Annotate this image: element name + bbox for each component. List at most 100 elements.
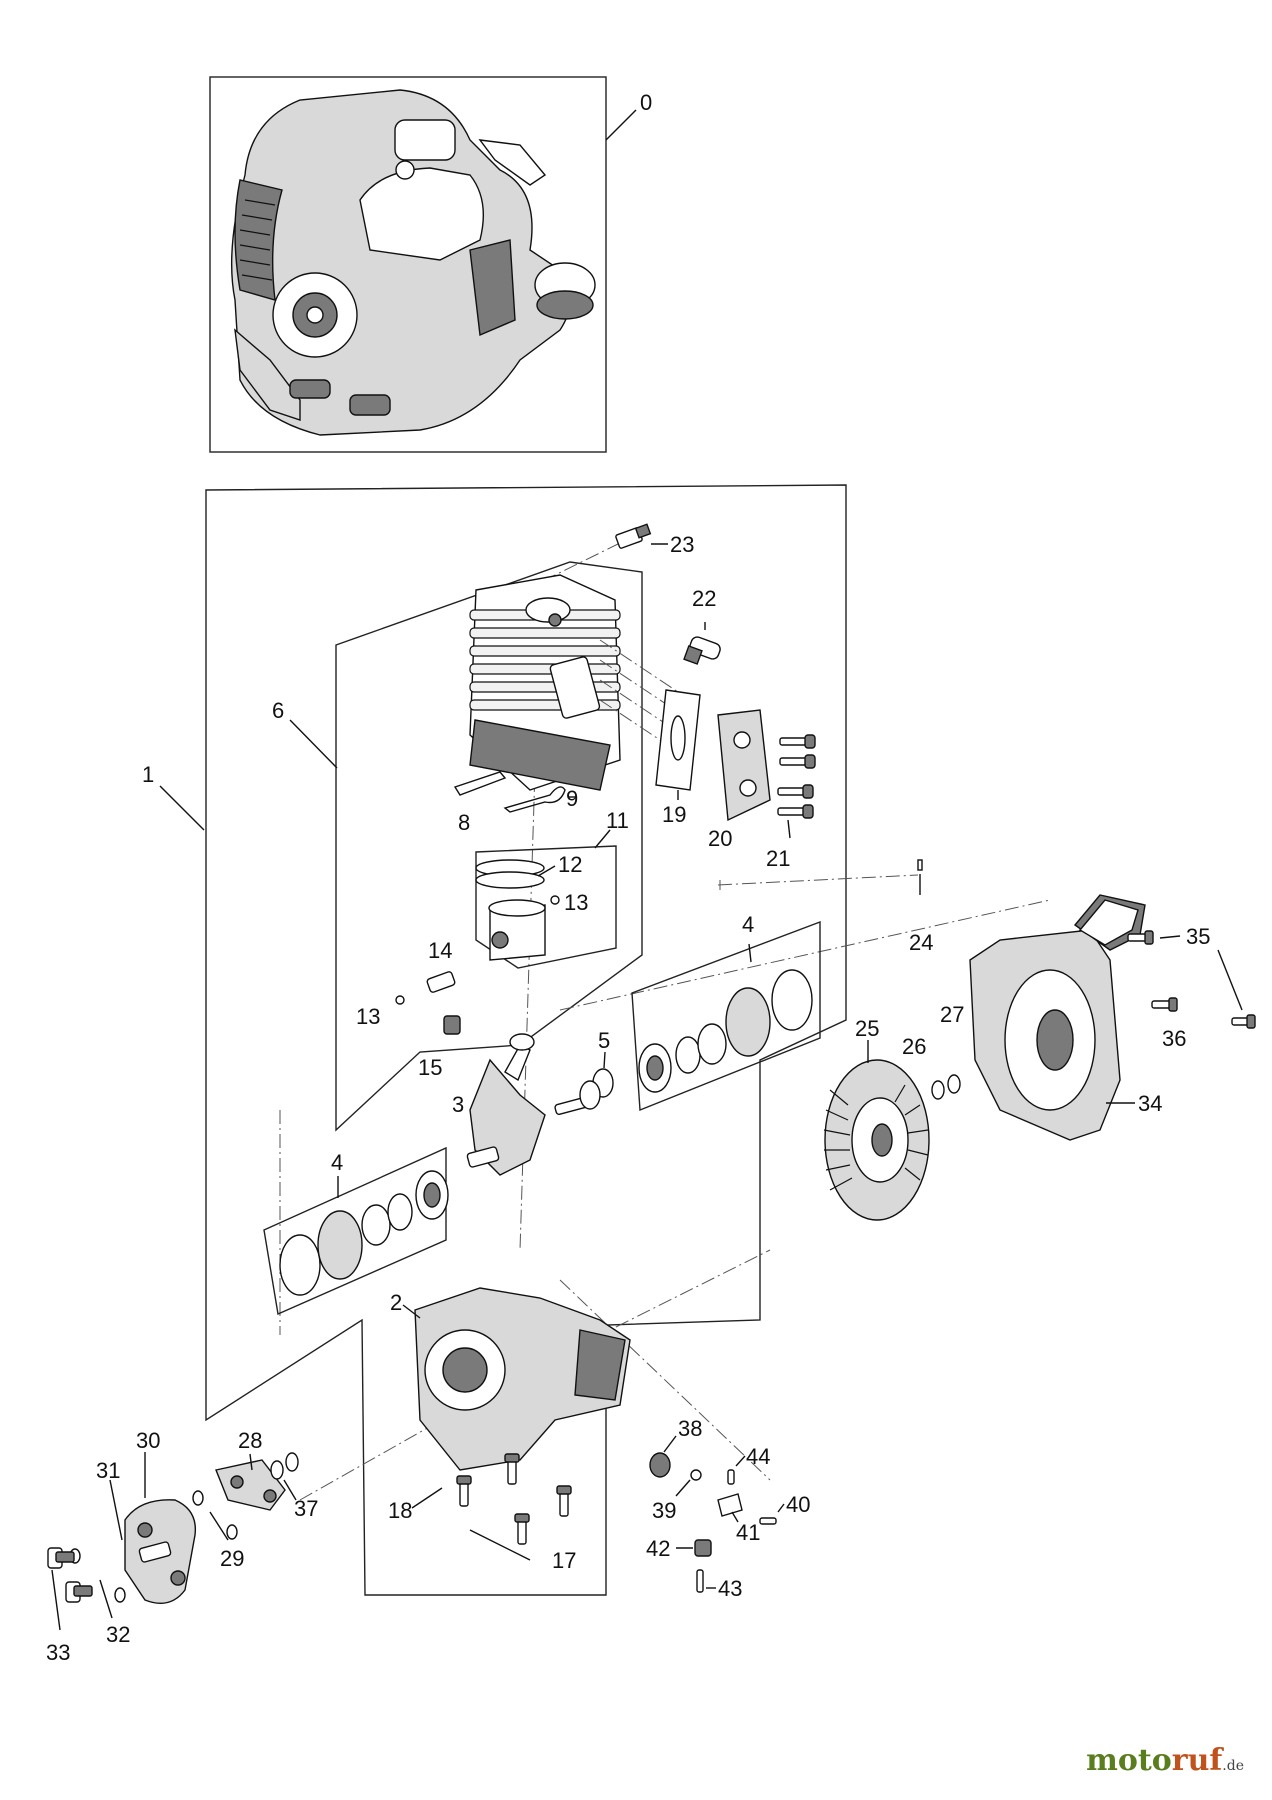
label-3: 3 xyxy=(452,1092,464,1117)
label-0: 0 xyxy=(640,90,652,115)
circlip xyxy=(395,995,405,1005)
clutch-plate xyxy=(215,1459,286,1511)
axis-line xyxy=(559,1279,771,1481)
insulator-block xyxy=(717,709,771,822)
axis-line xyxy=(717,874,919,886)
label-35: 35 xyxy=(1186,924,1210,949)
crankcase xyxy=(414,1287,631,1471)
shoulder-bolts xyxy=(47,1547,93,1603)
leader-line xyxy=(675,1479,691,1497)
label-13: 13 xyxy=(564,890,588,915)
pin xyxy=(917,859,923,871)
label-22: 22 xyxy=(692,586,716,611)
cylinder xyxy=(469,574,621,791)
bearing-group-outline xyxy=(631,920,821,1112)
spark-plug xyxy=(615,523,652,549)
leader-line xyxy=(209,1511,229,1541)
piston-ring xyxy=(475,871,545,889)
leader-line xyxy=(663,1435,677,1453)
piston-pin xyxy=(426,971,456,993)
leader-line xyxy=(735,1455,746,1467)
engine-assembly-frame xyxy=(209,76,607,453)
axis-line xyxy=(529,1249,771,1371)
label-29: 29 xyxy=(220,1546,244,1571)
leader-line xyxy=(109,1479,123,1541)
label-33: 33 xyxy=(46,1640,70,1665)
washer xyxy=(690,1469,702,1481)
bracket xyxy=(717,1493,743,1517)
label-43: 43 xyxy=(718,1576,742,1601)
leader-line xyxy=(603,1051,606,1069)
piston-group-outline xyxy=(475,845,617,969)
label-28: 28 xyxy=(238,1428,262,1453)
circlip xyxy=(550,895,560,905)
label-30: 30 xyxy=(136,1428,160,1453)
clutch xyxy=(124,1499,197,1604)
washer xyxy=(931,1080,945,1100)
recoil-starter xyxy=(969,894,1146,1141)
screw xyxy=(759,1517,777,1525)
needle-bearing xyxy=(443,1015,461,1035)
clamp xyxy=(694,1539,712,1557)
label-38: 38 xyxy=(678,1416,702,1441)
label-13b: 13 xyxy=(356,1004,380,1029)
clip xyxy=(453,771,507,796)
starter-screws xyxy=(1127,930,1256,1029)
label-26: 26 xyxy=(902,1034,926,1059)
label-18: 18 xyxy=(388,1498,412,1523)
label-25: 25 xyxy=(855,1016,879,1041)
bolts xyxy=(777,734,816,819)
gasket-port xyxy=(670,715,686,761)
flywheel xyxy=(823,1059,930,1221)
leader-line xyxy=(51,1569,61,1631)
spring xyxy=(503,786,566,813)
label-2: 2 xyxy=(390,1290,402,1315)
label-24: 24 xyxy=(909,930,933,955)
washer xyxy=(285,1452,299,1472)
leader-line xyxy=(1159,935,1181,939)
leader-line xyxy=(402,1304,421,1319)
label-41: 41 xyxy=(736,1520,760,1545)
label-20: 20 xyxy=(708,826,732,851)
leader-line xyxy=(537,865,556,877)
label-9: 9 xyxy=(566,786,578,811)
label-31: 31 xyxy=(96,1458,120,1483)
label-27: 27 xyxy=(940,1002,964,1027)
label-42: 42 xyxy=(646,1536,670,1561)
bearing-set xyxy=(638,969,813,1093)
leader-line xyxy=(289,719,338,769)
crankcase-screws xyxy=(456,1453,572,1545)
label-32: 32 xyxy=(106,1622,130,1647)
label-4: 4 xyxy=(742,912,754,937)
label-6: 6 xyxy=(272,698,284,723)
label-19: 19 xyxy=(662,802,686,827)
engine-assembly-illustration xyxy=(230,89,596,436)
label-36: 36 xyxy=(1162,1026,1186,1051)
insulator-hole xyxy=(739,779,757,797)
leader-line xyxy=(748,943,752,963)
insulator-hole xyxy=(733,731,751,749)
washer xyxy=(226,1524,238,1540)
thrust-washer xyxy=(579,1080,601,1110)
nut xyxy=(947,1074,961,1094)
label-23: 23 xyxy=(670,532,694,557)
leader-line xyxy=(605,109,637,141)
oil-pump-gear xyxy=(649,1452,671,1478)
leader-line xyxy=(99,1579,113,1619)
leader-line xyxy=(787,819,791,839)
label-21: 21 xyxy=(766,846,790,871)
leader-line xyxy=(469,1529,531,1561)
leader-line xyxy=(159,785,205,831)
piston xyxy=(488,899,546,961)
leader-line xyxy=(283,1479,297,1501)
adjuster-nut xyxy=(727,1469,735,1485)
washer xyxy=(114,1587,126,1603)
label-15: 15 xyxy=(418,1055,442,1080)
label-8: 8 xyxy=(458,810,470,835)
axis-line xyxy=(544,542,621,581)
leader-line xyxy=(594,829,611,849)
cylinder-group-outline xyxy=(335,561,643,1132)
bolt xyxy=(696,1569,704,1593)
label-34: 34 xyxy=(1138,1091,1162,1116)
